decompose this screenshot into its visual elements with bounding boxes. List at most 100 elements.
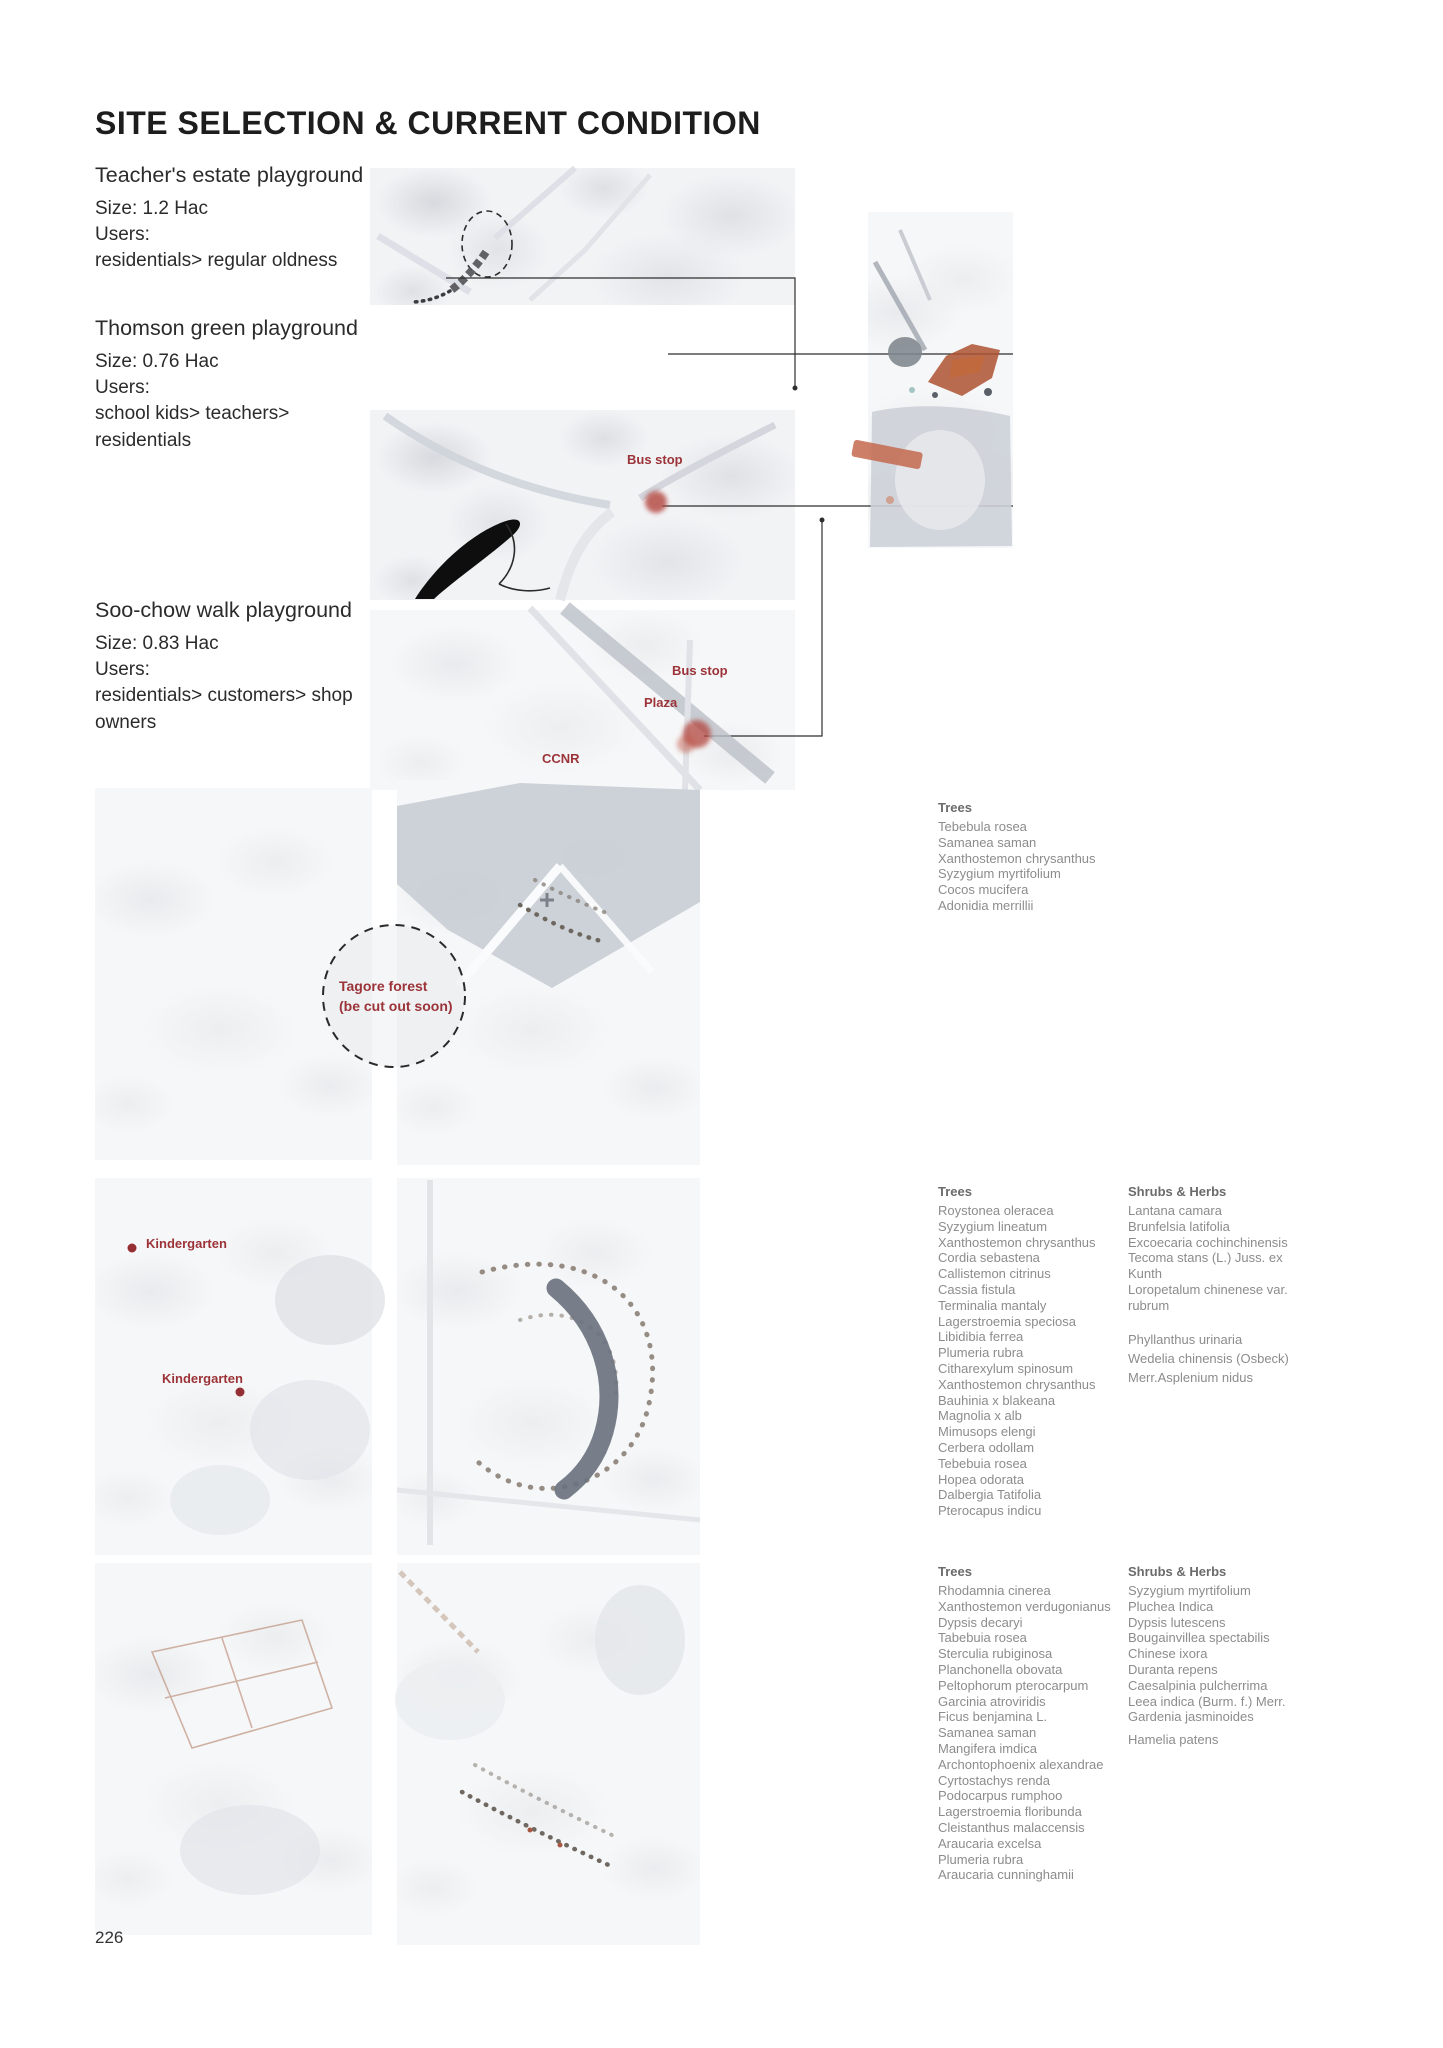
plant-item: Xanthostemon chrysanthus: [938, 850, 1096, 866]
page-title: SITE SELECTION & CURRENT CONDITION: [95, 105, 761, 142]
plant-item: Chinese ixora: [1128, 1646, 1208, 1662]
plant-item: Excoecaria cochinchinensis: [1128, 1234, 1288, 1250]
plant-item: Plumeria rubra: [938, 1345, 1024, 1361]
site-block-teachers-estate: Teacher's estate playground Size: 1.2 Ha…: [95, 163, 395, 275]
site-size: Size: 1.2 Hac: [95, 198, 208, 219]
plant-item: Tebebula rosea: [938, 819, 1027, 834]
plant-item: Samanea saman: [938, 1725, 1037, 1741]
plant-item: Tebebuia rosea: [938, 1455, 1027, 1471]
plant-item: Dypsis decaryi: [938, 1614, 1023, 1630]
plant-item: Hamelia patens: [1128, 1732, 1219, 1748]
plant-item: Gardenia jasminoides: [1128, 1709, 1254, 1725]
plant-item: Xanthostemon chrysanthus: [938, 1376, 1096, 1392]
plant-item: Samanea saman: [938, 834, 1037, 850]
plant-item: Ficus benjamina L.: [938, 1709, 1048, 1725]
plant-item: Bauhinia x blakeana: [938, 1392, 1056, 1408]
plant-item: Mangifera imdica: [938, 1740, 1037, 1756]
soochow-walk-map-image: [370, 610, 795, 790]
plant-item: Xanthostemon chrysanthus: [938, 1234, 1096, 1250]
plant-item: Kunth: [1128, 1266, 1162, 1282]
plant-item: Syzygium myrtifolium: [1128, 1583, 1251, 1598]
plant-item: Archontophoenix alexandrae: [938, 1756, 1104, 1772]
trees-header: Trees: [938, 1184, 972, 1199]
site-c-plan-right-image: [397, 1563, 700, 1945]
kindergarten-label-lower: Kindergarten: [162, 1371, 243, 1386]
plant-item: Syzygium lineatum: [938, 1218, 1048, 1234]
site-users: school kids> teachers> residentials: [95, 403, 290, 451]
plant-item: Duranta repens: [1128, 1661, 1218, 1677]
plant-item: Peltophorum pterocarpum: [938, 1677, 1089, 1693]
plant-item: Garcinia atroviridis: [938, 1693, 1046, 1709]
bus-stop-label-soochow: Bus stop: [672, 663, 728, 678]
site-name: Soo-chow walk playground: [95, 598, 352, 622]
site-size: Size: 0.76 Hac: [95, 351, 219, 372]
plant-item: Araucaria excelsa: [938, 1835, 1042, 1851]
site-c-plan-left-image: [95, 1563, 372, 1935]
ccnr-label: CCNR: [542, 751, 580, 766]
plant-item: Wedelia chinensis (Osbeck): [1128, 1351, 1289, 1367]
kindergarten-label-upper: Kindergarten: [146, 1236, 227, 1251]
site-a-plan-left-image: [95, 788, 372, 1160]
plant-item: Merr.Asplenium nidus: [1128, 1369, 1253, 1385]
plant-item: Lagerstroemia speciosa: [938, 1313, 1077, 1329]
plant-item: Tecoma stans (L.) Juss. ex: [1128, 1250, 1283, 1266]
plant-item: Loropetalum chinenese var.: [1128, 1281, 1288, 1297]
plant-item: Planchonella obovata: [938, 1661, 1063, 1677]
plant-item: Adonidia merrillii: [938, 897, 1034, 913]
site-users: residentials> regular oldness: [95, 250, 338, 272]
plant-item: Cerbera odollam: [938, 1439, 1035, 1455]
plant-item: Lagerstroemia floribunda: [938, 1804, 1082, 1820]
plant-item: Magnolia x alb: [938, 1408, 1022, 1424]
bus-stop-label-thomson: Bus stop: [627, 452, 683, 467]
plaza-label: Plaza: [644, 695, 678, 710]
plant-item: Cleistanthus malaccensis: [938, 1819, 1085, 1835]
site-name: Thomson green playground: [95, 316, 358, 340]
plant-item: Tabebuia rosea: [938, 1630, 1027, 1646]
plant-item: Caesalpinia pulcherrima: [1128, 1677, 1268, 1693]
teachers-estate-map-image: [370, 168, 795, 305]
plant-item: Pterocapus indicu: [938, 1503, 1042, 1519]
trees-header: Trees: [938, 800, 972, 815]
plant-item: Cyrtostachys renda: [938, 1772, 1050, 1788]
plant-item: Phyllanthus urinaria: [1128, 1332, 1243, 1348]
plant-item: Terminalia mantaly: [938, 1297, 1047, 1313]
page-number: 226: [95, 1928, 124, 1947]
shrubs-header: Shrubs & Herbs: [1128, 1564, 1227, 1579]
plant-item: Plumeria rubra: [938, 1851, 1024, 1867]
plant-item: Cocos mucifera: [938, 882, 1029, 898]
overview-map-image: [868, 212, 1013, 548]
plant-item: Dalbergia Tatifolia: [938, 1487, 1042, 1503]
plant-item: rubrum: [1128, 1297, 1170, 1313]
plant-item: Citharexylum spinosum: [938, 1360, 1074, 1376]
plant-item: Cassia fistula: [938, 1281, 1016, 1297]
plant-item: Araucaria cunninghamii: [938, 1867, 1074, 1883]
plant-item: Pluchea Indica: [1128, 1598, 1214, 1614]
site-block-soochow-walk: Soo-chow walk playground Size: 0.83 Hac …: [95, 598, 395, 736]
plant-item: Cordia sebastena: [938, 1250, 1040, 1266]
plant-item: Brunfelsia latifolia: [1128, 1218, 1230, 1234]
thomson-green-map-image: [370, 410, 795, 600]
plant-item: Dypsis lutescens: [1128, 1614, 1226, 1630]
trees-header: Trees: [938, 1564, 972, 1579]
plant-item: Syzygium myrtifolium: [938, 866, 1061, 882]
site-block-thomson-green: Thomson green playground Size: 0.76 Hac …: [95, 316, 395, 454]
site-size: Size: 0.83 Hac: [95, 633, 219, 654]
plant-item: Rhodamnia cinerea: [938, 1583, 1051, 1598]
plant-item: Libidibia ferrea: [938, 1329, 1024, 1345]
site-b-plan-left-image: [95, 1178, 372, 1555]
tagore-forest-label: Tagore forest (be cut out soon): [339, 978, 453, 1015]
site-users-label: Users:: [95, 377, 150, 399]
site-users-label: Users:: [95, 224, 150, 246]
plant-item: Bougainvillea spectabilis: [1128, 1630, 1270, 1646]
